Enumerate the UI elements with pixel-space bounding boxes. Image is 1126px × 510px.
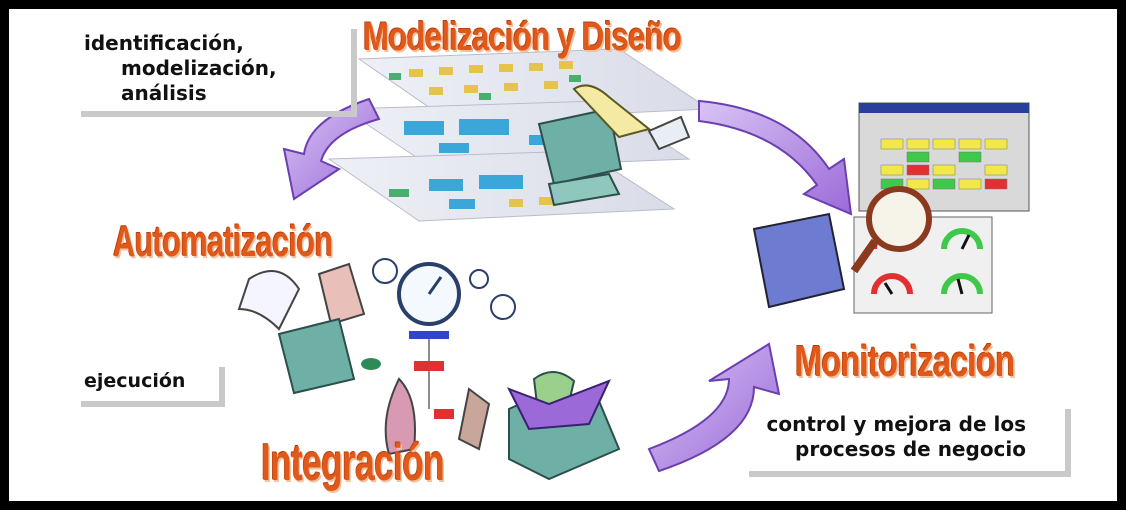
computer-icon — [537, 84, 691, 207]
note-line: procesos de negocio — [795, 437, 1027, 461]
flowchart-graphic — [237, 262, 491, 456]
diagram-canvas: Modelización y Diseño Automatización Mon… — [9, 9, 1117, 501]
note-box-identificacion — [81, 29, 357, 117]
integration-person-icon — [506, 371, 621, 481]
note-line: modelización, — [121, 56, 277, 80]
note-line: identificación, — [84, 31, 244, 55]
note-ejecucion: ejecución — [84, 370, 186, 392]
stage-title-integracion: Integración — [261, 434, 445, 492]
stage-title-modelado: Modelización y Diseño — [363, 15, 682, 59]
cycle-arrow-icon — [282, 97, 853, 473]
note-box-control — [749, 409, 1071, 477]
stopwatch-icon — [372, 258, 516, 326]
stage-title-automatizacion: Automatización — [113, 217, 333, 266]
illustration-layer — [237, 48, 1030, 481]
note-identificacion: identificación, modelización, análisis — [84, 31, 277, 106]
stage-title-monitorizacion: Monitorización — [795, 337, 1015, 386]
magnifier-icon — [752, 186, 932, 309]
note-control: control y mejora de los procesos de nego… — [753, 412, 1026, 462]
note-line: control y mejora de los — [766, 412, 1027, 436]
note-line: análisis — [121, 81, 207, 105]
note-box-ejecucion — [81, 367, 225, 407]
